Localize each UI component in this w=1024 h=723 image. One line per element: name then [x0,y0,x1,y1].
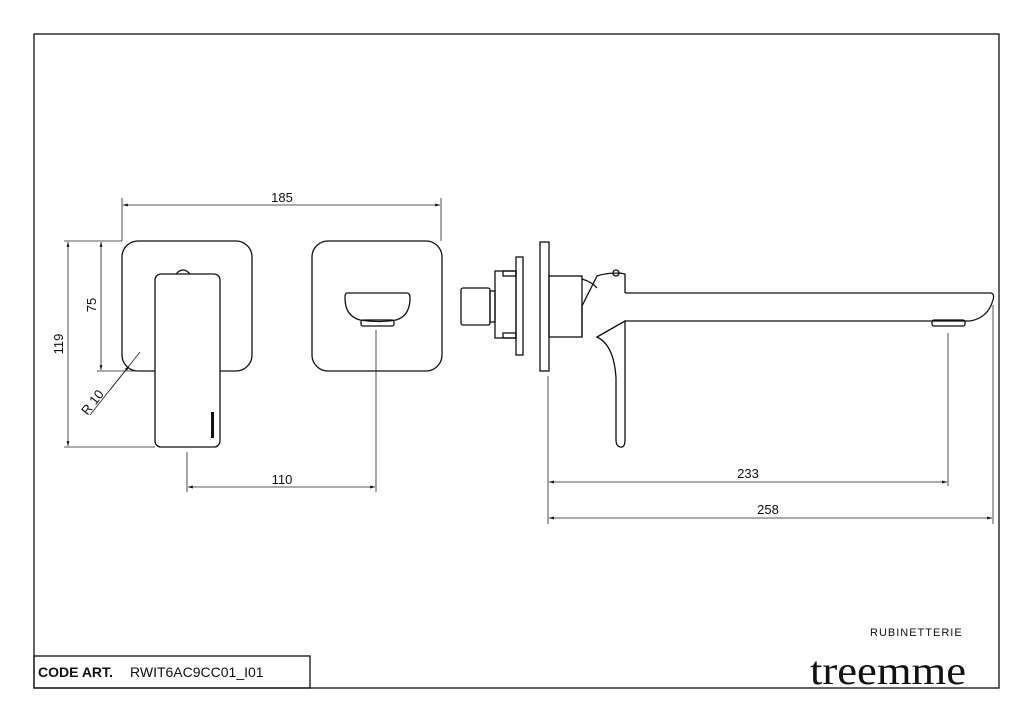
dimension-258: 258 [549,305,994,524]
dimension-119: 119 [51,240,155,448]
dimension-75: 75 [84,241,140,372]
dimension-75-label: 75 [84,298,99,312]
logo-tagline: RUBINETTERIE [870,627,963,639]
dimension-185-label: 185 [271,190,293,205]
logo-brand: treemme [810,648,966,693]
code-value: RWIT6AC9CC01_I01 [130,664,264,680]
drawing-frame [33,33,1000,689]
code-box [33,655,311,689]
front-view-spout [311,240,443,372]
dimension-110-label: 110 [272,472,293,487]
side-view [460,241,995,448]
dimension-r10: R 10 [78,351,141,418]
lever-front [154,273,221,448]
code-label: CODE ART. [38,664,113,680]
dimension-233-label: 233 [737,466,759,481]
front-view-mixer [121,240,253,448]
dimension-110: 110 [186,330,377,492]
dimension-119-label: 119 [51,334,66,355]
dimension-258-label: 258 [757,502,779,517]
dimension-233: 233 [547,333,949,524]
brand-logo: RUBINETTERIE treemme [810,627,966,693]
dimension-185: 185 [121,190,442,241]
dimension-r10-label: R 10 [78,387,107,418]
